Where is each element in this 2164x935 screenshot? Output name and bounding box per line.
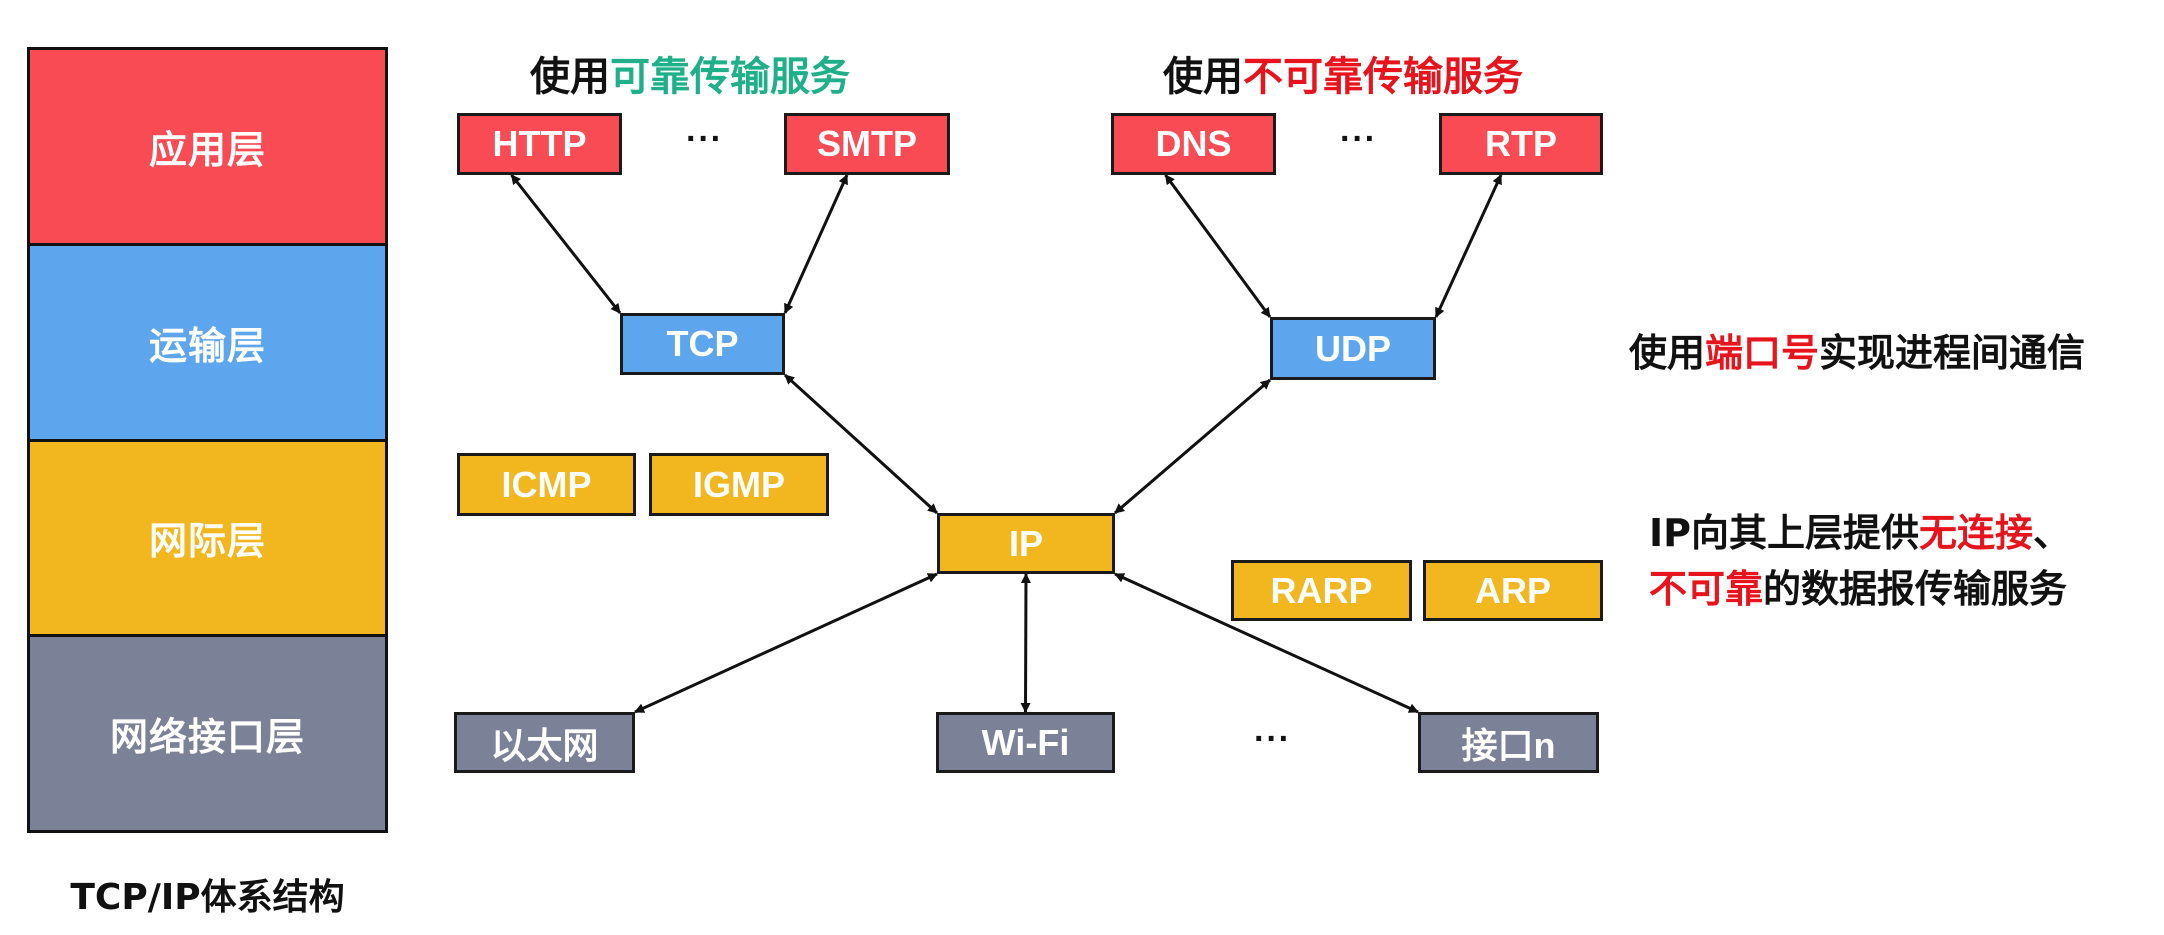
protocol-igmp: IGMP	[649, 453, 829, 516]
interface-n: 接口n	[1418, 712, 1599, 773]
protocol-http: HTTP	[457, 113, 622, 175]
note-port-prefix: 使用	[1629, 331, 1706, 375]
note-port-suffix: 实现进程间通信	[1819, 331, 2086, 375]
note-port-number: 使用端口号实现进程间通信	[1629, 322, 2085, 377]
protocol-icmp: ICMP	[457, 453, 636, 516]
protocol-ip-label: IP	[1008, 522, 1043, 564]
protocol-icmp-label: ICMP	[501, 463, 592, 505]
layer-internet: 网际层	[30, 438, 385, 635]
heading-unreliable: 使用不可靠传输服务	[1163, 44, 1523, 102]
protocol-tcp: TCP	[620, 313, 785, 375]
note-ip-service-line1: IP向其上层提供无连接、	[1649, 502, 2071, 557]
protocol-smtp: SMTP	[784, 113, 950, 175]
protocol-arp: ARP	[1423, 560, 1603, 621]
heading-unreliable-prefix: 使用	[1163, 54, 1243, 100]
interface-ethernet-label: 以太网	[490, 724, 599, 766]
arrow-tcp-ip	[783, 373, 939, 515]
layer-internet-label: 网际层	[148, 519, 266, 564]
note-ip-service-line2: 不可靠的数据报传输服务	[1649, 558, 2067, 613]
interface-wifi: Wi-Fi	[936, 712, 1115, 773]
protocol-arp-label: ARP	[1474, 569, 1551, 611]
protocol-rtp: RTP	[1439, 113, 1603, 175]
layer-application-label: 应用层	[148, 127, 266, 172]
layer-network-interface: 网络接口层	[30, 634, 385, 830]
arrow-smtp-tcp	[783, 174, 849, 314]
protocol-udp-label: UDP	[1314, 327, 1391, 369]
arrow-udp-ip	[1114, 378, 1271, 515]
interface-wifi-label: Wi-Fi	[981, 721, 1070, 763]
protocol-smtp-label: SMTP	[816, 123, 917, 164]
note-port-highlight: 端口号	[1705, 331, 1820, 375]
interface-ethernet: 以太网	[454, 712, 635, 773]
protocol-dns-label: DNS	[1155, 123, 1232, 164]
protocol-rarp-label: RARP	[1270, 569, 1373, 611]
protocol-igmp-label: IGMP	[692, 463, 785, 505]
note-ip-line1-highlight: 无连接	[1919, 511, 2034, 555]
protocol-udp: UDP	[1270, 317, 1436, 380]
ellipsis-interfaces: ···	[1254, 720, 1291, 758]
protocol-dns: DNS	[1111, 113, 1276, 175]
interface-n-label: 接口n	[1461, 724, 1556, 766]
layer-transport: 运输层	[30, 242, 385, 439]
heading-reliable-highlight: 可靠传输服务	[610, 54, 850, 100]
note-ip-line1-prefix: IP向其上层提供	[1649, 511, 1919, 555]
arrow-wifi-ip	[1020, 573, 1031, 713]
layer-application: 应用层	[30, 50, 385, 243]
diagram-caption: TCP/IP体系结构	[70, 877, 345, 918]
arrow-ethernet-ip	[634, 572, 938, 714]
arrow-dns-udp	[1164, 174, 1272, 318]
arrow-rtp-udp	[1434, 174, 1503, 318]
ellipsis-reliable-apps: ···	[686, 120, 723, 158]
note-ip-line2-suffix: 的数据报传输服务	[1763, 567, 2068, 611]
arrow-interface_n-ip	[1114, 572, 1419, 714]
heading-reliable-prefix: 使用	[530, 54, 610, 100]
protocol-ip: IP	[937, 513, 1115, 574]
heading-reliable: 使用可靠传输服务	[530, 44, 850, 102]
heading-unreliable-highlight: 不可靠传输服务	[1243, 54, 1523, 100]
tcpip-layer-stack: 应用层 运输层 网际层 网络接口层	[27, 47, 388, 833]
layer-transport-label: 运输层	[148, 323, 266, 368]
note-ip-line1-suffix: 、	[2033, 511, 2072, 555]
layer-network-interface-label: 网络接口层	[109, 715, 305, 760]
protocol-rtp-label: RTP	[1485, 123, 1557, 164]
note-ip-line2-highlight: 不可靠	[1649, 567, 1764, 611]
protocol-rarp: RARP	[1231, 560, 1412, 621]
arrow-http-tcp	[510, 174, 622, 314]
ellipsis-unreliable-apps: ···	[1340, 120, 1377, 158]
protocol-tcp-label: TCP	[666, 323, 739, 364]
protocol-http-label: HTTP	[492, 123, 587, 164]
